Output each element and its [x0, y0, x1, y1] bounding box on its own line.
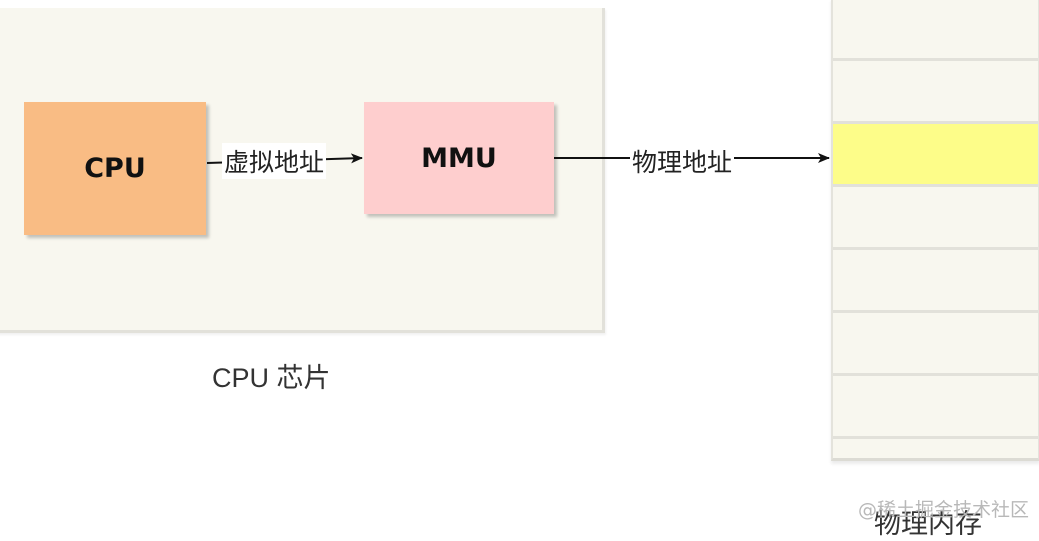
cpu-box: CPU [24, 102, 206, 235]
memory-cell [833, 61, 1038, 124]
physical-memory [831, 0, 1039, 461]
cpu-label: CPU [84, 153, 146, 184]
memory-cell [833, 376, 1038, 439]
physical-address-label: 物理地址 [630, 143, 735, 179]
cpu-chip-caption: CPU 芯片 [212, 363, 331, 393]
virtual-address-label: 虚拟地址 [222, 143, 327, 179]
memory-cell [833, 250, 1038, 313]
mmu-box: MMU [364, 102, 554, 214]
memory-cell [833, 0, 1038, 61]
watermark: @稀土掘金技术社区 [858, 499, 1030, 521]
memory-cell-highlighted [833, 124, 1038, 187]
mmu-label: MMU [421, 142, 497, 174]
memory-cell [833, 187, 1038, 250]
memory-cell [833, 313, 1038, 376]
